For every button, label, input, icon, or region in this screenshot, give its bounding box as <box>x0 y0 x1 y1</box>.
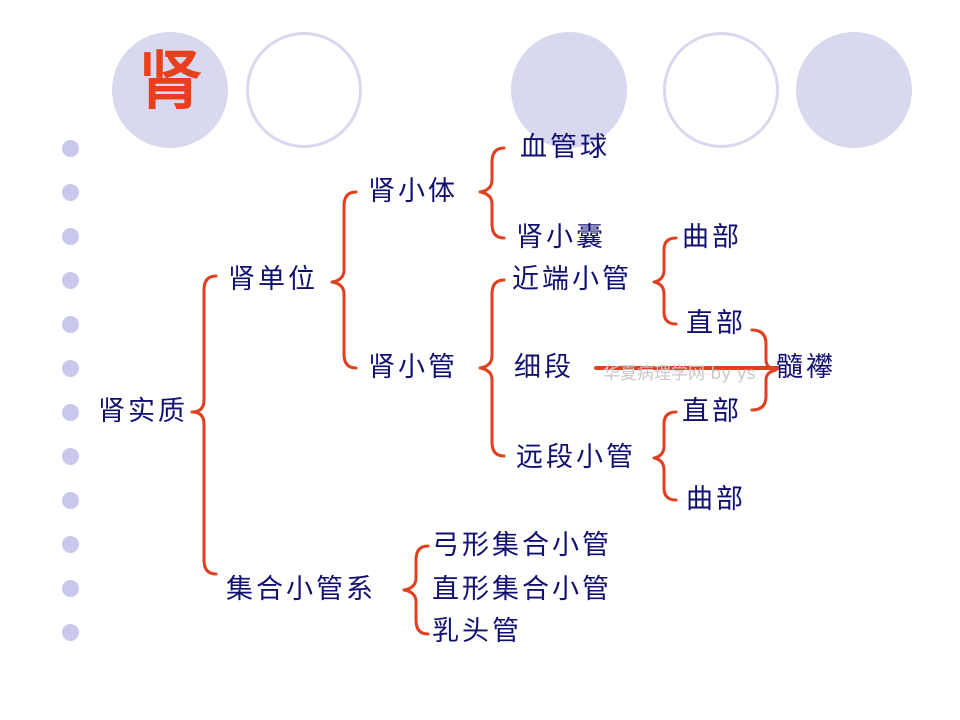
bullet-dot <box>62 360 79 377</box>
brace-tubule <box>478 278 506 458</box>
bullet-dot <box>62 228 79 245</box>
brace-collecting <box>402 544 430 636</box>
bullet-dot <box>62 316 79 333</box>
node-glomerulus: 血管球 <box>520 132 610 163</box>
header-circle <box>663 32 779 148</box>
bullet-dot <box>62 624 79 641</box>
bullet-dot <box>62 140 79 157</box>
node-root: 肾实质 <box>98 396 188 427</box>
brace-corpuscle <box>478 146 506 240</box>
node-distal: 远段小管 <box>516 442 636 473</box>
node-unit: 肾单位 <box>228 264 318 295</box>
bullet-dot <box>62 448 79 465</box>
bullet-dot <box>62 272 79 289</box>
node-thin: 细段 <box>514 352 574 383</box>
node-arched-collecting: 弓形集合小管 <box>432 530 612 561</box>
node-dist-curved: 曲部 <box>686 484 746 515</box>
node-dist-straight: 直部 <box>682 396 742 427</box>
node-papillary-duct: 乳头管 <box>432 616 522 647</box>
brace-unit <box>330 190 358 370</box>
header-circle <box>796 32 912 148</box>
slide-title: 肾 <box>138 45 202 119</box>
brace-proximal <box>652 236 678 326</box>
node-tubule: 肾小管 <box>368 352 458 383</box>
bullet-dot <box>62 404 79 421</box>
node-prox-straight: 直部 <box>686 308 746 339</box>
header-circle <box>246 32 362 148</box>
node-capsule: 肾小囊 <box>516 222 606 253</box>
bullet-dot <box>62 184 79 201</box>
node-corpuscle: 肾小体 <box>368 176 458 207</box>
bullet-dot <box>62 536 79 553</box>
node-prox-curved: 曲部 <box>682 222 742 253</box>
brace-root <box>190 274 218 576</box>
header-circle <box>511 32 627 148</box>
watermark: 华夏病理学网 by ys <box>603 364 756 384</box>
bullet-dot <box>62 492 79 509</box>
node-straight-collecting: 直形集合小管 <box>432 574 612 605</box>
bullet-dot <box>62 580 79 597</box>
header-circle <box>112 32 228 148</box>
node-proximal: 近端小管 <box>512 264 632 295</box>
node-medullary-loop: 髓襻 <box>776 352 836 383</box>
node-collecting: 集合小管系 <box>226 574 376 605</box>
brace-distal <box>652 410 678 502</box>
